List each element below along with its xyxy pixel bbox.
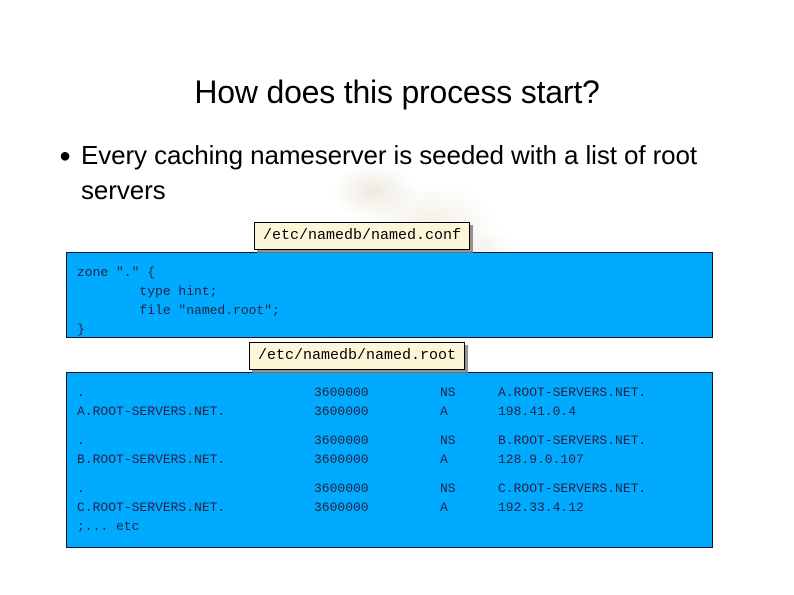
record-name: C.ROOT-SERVERS.NET. <box>77 500 226 515</box>
bullet-list-item: ● Every caching nameserver is seeded wit… <box>55 138 755 208</box>
record-type: A <box>440 452 448 467</box>
record-trailer-comment: ;... etc <box>77 519 140 534</box>
record-value: 128.9.0.107 <box>498 452 584 467</box>
record-ttl: 3600000 <box>314 500 369 515</box>
record-value: B.ROOT-SERVERS.NET. <box>498 433 647 448</box>
code-line: type hint; <box>77 284 218 299</box>
table-row: A.ROOT-SERVERS.NET. 3600000 A 198.41.0.4 <box>77 402 712 421</box>
record-name: . <box>77 481 85 496</box>
record-value: A.ROOT-SERVERS.NET. <box>498 385 647 400</box>
table-row: . 3600000 NS A.ROOT-SERVERS.NET. <box>77 383 712 402</box>
code-line: } <box>77 322 85 337</box>
record-ttl: 3600000 <box>314 385 369 400</box>
record-name: A.ROOT-SERVERS.NET. <box>77 404 226 419</box>
record-group: . 3600000 NS C.ROOT-SERVERS.NET. C.ROOT-… <box>77 479 712 536</box>
record-value: C.ROOT-SERVERS.NET. <box>498 481 647 496</box>
record-group: . 3600000 NS A.ROOT-SERVERS.NET. A.ROOT-… <box>77 383 712 421</box>
file-path-label-named-root: /etc/namedb/named.root <box>249 342 466 370</box>
record-ttl: 3600000 <box>314 433 369 448</box>
code-line: file "named.root"; <box>77 303 280 318</box>
table-row: C.ROOT-SERVERS.NET. 3600000 A 192.33.4.1… <box>77 498 712 517</box>
file-path-label-named-conf: /etc/namedb/named.conf <box>254 222 471 250</box>
code-line: zone "." { <box>77 265 156 280</box>
bullet-point-icon: ● <box>59 145 72 167</box>
record-value: 192.33.4.12 <box>498 500 584 515</box>
record-type: NS <box>440 433 456 448</box>
record-ttl: 3600000 <box>314 481 369 496</box>
record-value: 198.41.0.4 <box>498 404 577 419</box>
code-panel-named-root: . 3600000 NS A.ROOT-SERVERS.NET. A.ROOT-… <box>66 372 713 548</box>
record-name: . <box>77 385 85 400</box>
record-name: . <box>77 433 85 448</box>
record-type: A <box>440 500 448 515</box>
code-panel-named-conf: zone "." { type hint; file "named.root";… <box>66 252 713 338</box>
table-row: . 3600000 NS C.ROOT-SERVERS.NET. <box>77 479 712 498</box>
record-ttl: 3600000 <box>314 452 369 467</box>
record-ttl: 3600000 <box>314 404 369 419</box>
record-type: A <box>440 404 448 419</box>
table-row: B.ROOT-SERVERS.NET. 3600000 A 128.9.0.10… <box>77 450 712 469</box>
record-name: B.ROOT-SERVERS.NET. <box>77 452 226 467</box>
page-title: How does this process start? <box>194 74 600 111</box>
bullet-item-label: Every caching nameserver is seeded with … <box>81 140 697 206</box>
record-type: NS <box>440 385 456 400</box>
table-row: . 3600000 NS B.ROOT-SERVERS.NET. <box>77 431 712 450</box>
record-type: NS <box>440 481 456 496</box>
record-group: . 3600000 NS B.ROOT-SERVERS.NET. B.ROOT-… <box>77 431 712 469</box>
